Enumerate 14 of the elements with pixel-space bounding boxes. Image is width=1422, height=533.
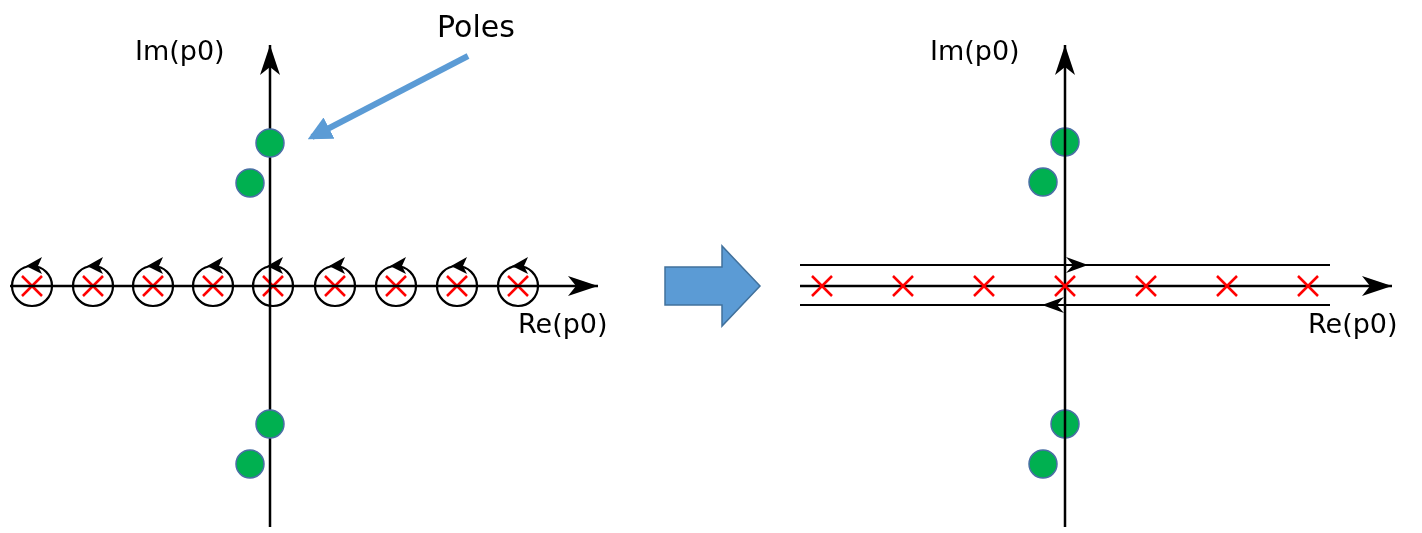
pole-dot bbox=[255, 409, 285, 439]
pole-dot bbox=[235, 449, 265, 479]
pole-dot bbox=[255, 128, 285, 158]
leader-arrow bbox=[307, 53, 470, 140]
axis-label: Re(p0) bbox=[1308, 310, 1398, 337]
axis-label: Re(p0) bbox=[518, 310, 608, 337]
axis-label: Im(p0) bbox=[135, 37, 225, 64]
pole-dot bbox=[235, 168, 265, 198]
pole-dot bbox=[1028, 449, 1058, 479]
axis-label: Im(p0) bbox=[930, 37, 1020, 64]
pole-dot bbox=[1050, 409, 1080, 439]
pole-dot bbox=[1028, 167, 1058, 197]
pole-dot bbox=[1050, 127, 1080, 157]
callout-label: Poles bbox=[437, 12, 515, 42]
